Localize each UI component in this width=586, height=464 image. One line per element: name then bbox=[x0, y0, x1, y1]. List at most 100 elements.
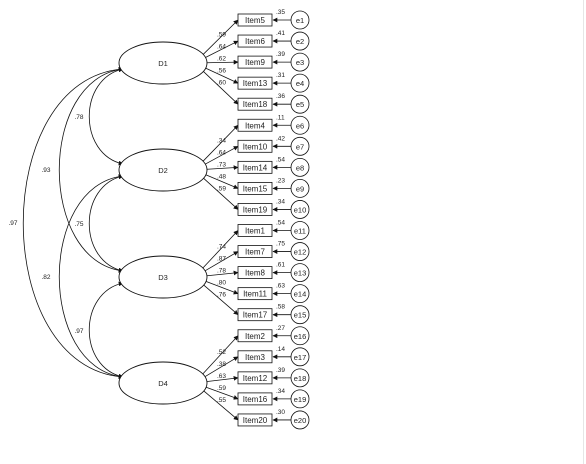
indicator-box bbox=[237, 371, 273, 385]
indicator-label: Item1 bbox=[245, 227, 266, 236]
error-node bbox=[290, 94, 310, 114]
indicator-box bbox=[237, 350, 273, 364]
error-label: e15 bbox=[294, 311, 307, 320]
error-label: e12 bbox=[294, 248, 307, 257]
r-squared-label: .41 bbox=[276, 30, 285, 37]
indicator-label: Item5 bbox=[245, 16, 266, 25]
error-label: e7 bbox=[296, 142, 304, 151]
loading-label: .59 bbox=[217, 31, 226, 38]
loading-label: .78 bbox=[217, 267, 226, 274]
error-node bbox=[290, 305, 310, 325]
error-label: e11 bbox=[294, 227, 306, 236]
r-squared-label: .36 bbox=[276, 93, 285, 100]
loading-path bbox=[200, 65, 239, 84]
indicator-label: Item2 bbox=[245, 332, 266, 341]
error-label: e3 bbox=[296, 58, 304, 67]
r-squared-label: .23 bbox=[276, 177, 285, 184]
indicator-label: Item6 bbox=[245, 37, 266, 46]
indicator-box bbox=[237, 181, 273, 195]
error-node bbox=[290, 326, 310, 346]
indicator-box bbox=[237, 34, 273, 48]
correlation-arc-d1-d2 bbox=[89, 67, 124, 166]
error-label: e4 bbox=[296, 79, 304, 88]
correlation-arc-d2-d4 bbox=[59, 174, 124, 379]
error-label: e13 bbox=[294, 269, 307, 278]
latent-factor-label: D2 bbox=[158, 166, 168, 175]
loading-label: .52 bbox=[217, 349, 226, 356]
error-label: e19 bbox=[294, 395, 307, 404]
correlation-arc-d1-d3 bbox=[59, 67, 124, 273]
error-node bbox=[290, 242, 310, 261]
loading-label: .55 bbox=[217, 397, 226, 404]
loading-path bbox=[200, 282, 239, 316]
r-squared-label: .39 bbox=[276, 51, 285, 58]
loading-label: .62 bbox=[217, 55, 226, 62]
correlation-label: .97 bbox=[74, 328, 83, 335]
correlation-arc-d2-d3 bbox=[89, 174, 124, 273]
r-squared-label: .54 bbox=[276, 156, 285, 163]
error-node bbox=[290, 410, 310, 430]
indicator-label: Item7 bbox=[245, 248, 266, 257]
indicator-box bbox=[237, 76, 273, 90]
loading-label: .48 bbox=[217, 174, 226, 181]
loading-label: .59 bbox=[217, 186, 226, 193]
indicator-box bbox=[237, 245, 273, 258]
indicator-label: Item17 bbox=[243, 311, 268, 320]
correlation-label: .82 bbox=[41, 274, 50, 281]
indicator-box bbox=[237, 392, 273, 406]
r-squared-label: .30 bbox=[276, 409, 285, 416]
latent-factor-d4 bbox=[118, 361, 208, 405]
loading-path bbox=[200, 124, 239, 164]
indicator-label: Item20 bbox=[243, 416, 268, 425]
loading-path bbox=[200, 175, 239, 210]
error-label: e2 bbox=[296, 37, 304, 46]
r-squared-label: .63 bbox=[276, 283, 285, 290]
error-node bbox=[290, 73, 310, 93]
indicator-box bbox=[237, 118, 273, 132]
indicator-box bbox=[237, 97, 273, 111]
latent-factor-label: D4 bbox=[158, 379, 168, 388]
latent-factor-d3 bbox=[118, 255, 208, 299]
loading-path bbox=[200, 335, 239, 377]
r-squared-label: .58 bbox=[276, 304, 285, 311]
indicator-label: Item11 bbox=[243, 290, 267, 299]
r-squared-label: .61 bbox=[276, 262, 285, 269]
loading-label: .60 bbox=[217, 80, 226, 87]
correlation-label: .75 bbox=[74, 221, 83, 228]
error-node bbox=[290, 31, 310, 51]
error-terms: e1e2e3e4e5e6e7e8e9e10e11e12e13e14e15e16e… bbox=[272, 10, 310, 430]
frame-border bbox=[583, 0, 584, 464]
indicator-box bbox=[237, 203, 273, 216]
indicator-box bbox=[237, 13, 273, 27]
indicator-box bbox=[237, 139, 273, 153]
loading-label: .80 bbox=[217, 280, 226, 287]
loading-label: .59 bbox=[217, 385, 226, 392]
indicator-label: Item14 bbox=[243, 163, 268, 172]
r-squared-label: .39 bbox=[276, 367, 285, 374]
loading-label: .73 bbox=[217, 161, 226, 168]
indicator-label: Item15 bbox=[243, 184, 268, 193]
error-label: e6 bbox=[296, 121, 304, 130]
loading-path bbox=[200, 230, 239, 271]
indicator-box bbox=[237, 55, 273, 69]
error-label: e14 bbox=[294, 290, 307, 299]
loading-label: .34 bbox=[217, 137, 226, 144]
correlation-label: .97 bbox=[8, 220, 17, 227]
error-node bbox=[290, 178, 310, 198]
loading-path bbox=[200, 388, 239, 421]
correlation-label: .93 bbox=[41, 167, 50, 174]
error-node bbox=[290, 347, 310, 367]
error-node bbox=[290, 263, 310, 283]
r-squared-label: .54 bbox=[276, 220, 285, 227]
r-squared-label: .11 bbox=[276, 114, 285, 121]
loading-path bbox=[200, 68, 239, 105]
error-node bbox=[290, 284, 310, 304]
error-node bbox=[290, 157, 310, 177]
loading-path bbox=[200, 172, 239, 189]
indicator-label: Item9 bbox=[245, 58, 266, 67]
error-node bbox=[290, 221, 310, 240]
